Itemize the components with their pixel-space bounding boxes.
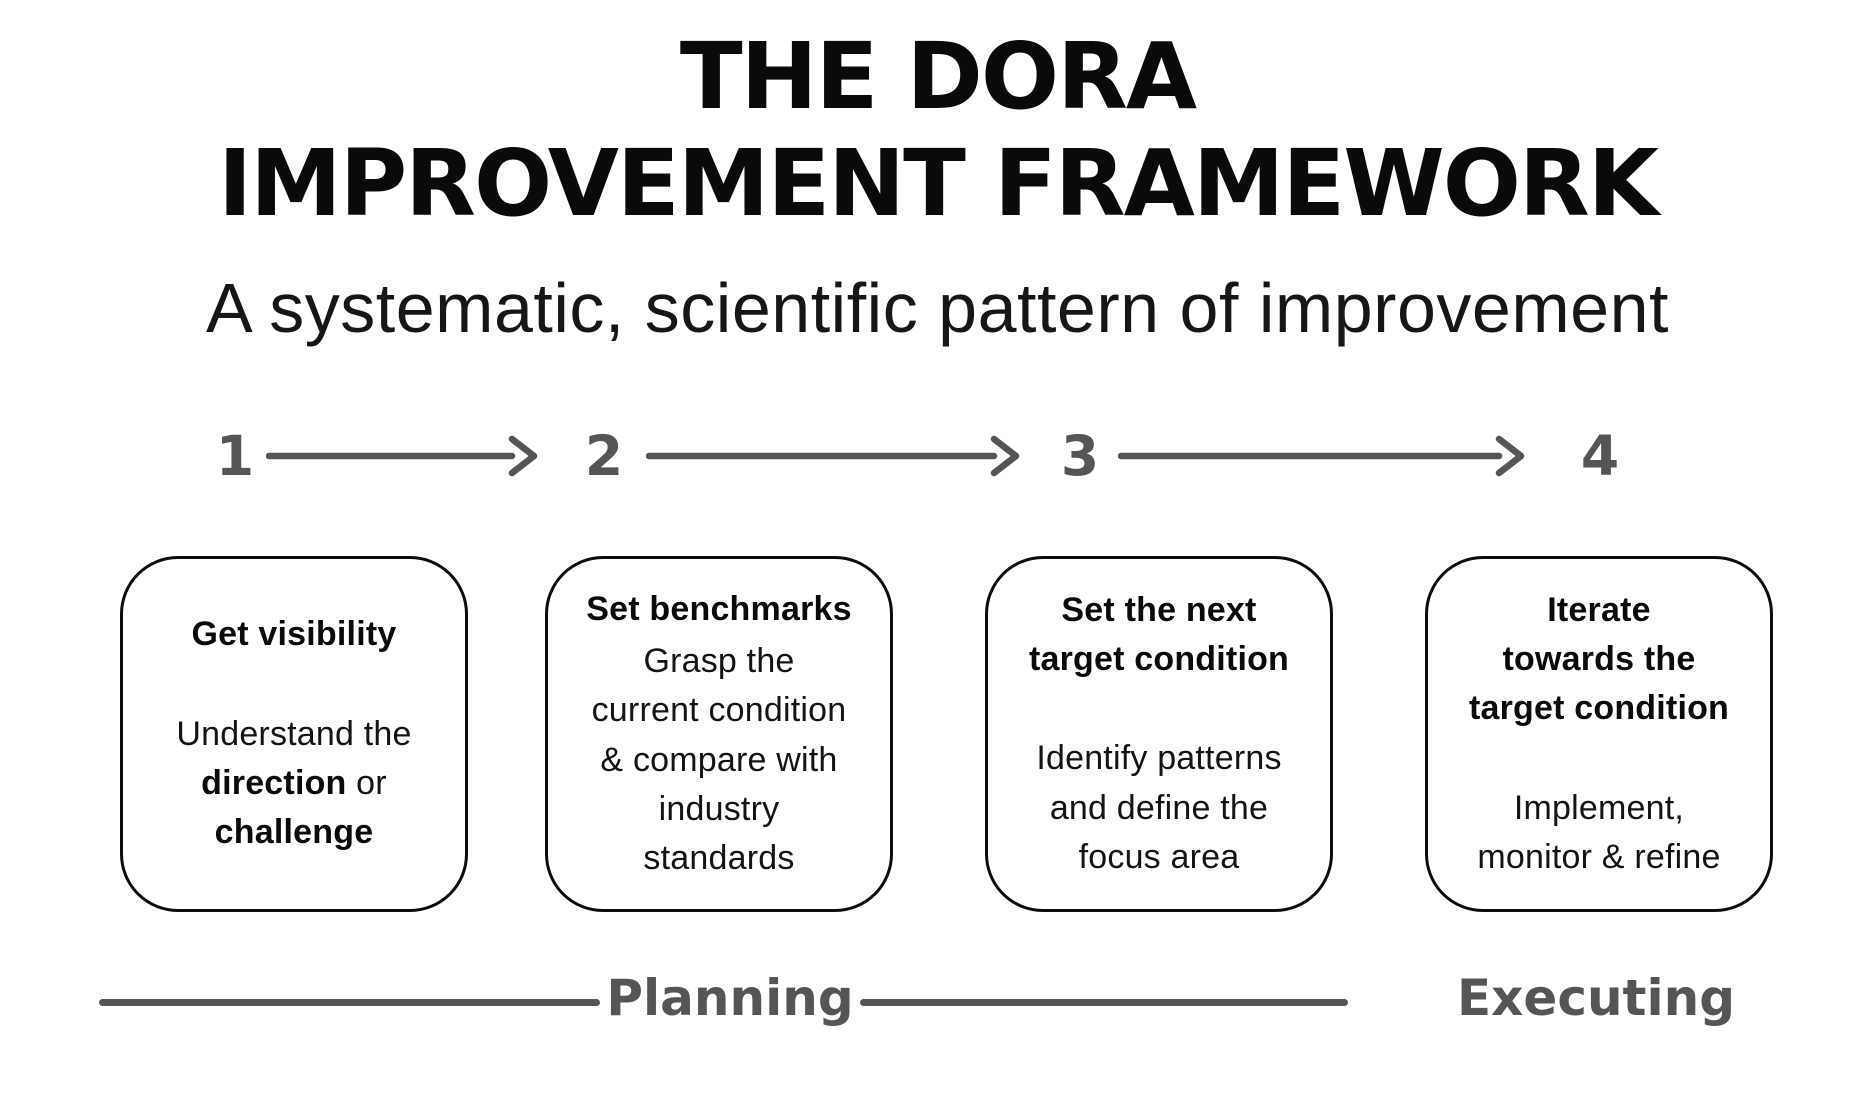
title-line-1: THE DORA — [679, 23, 1197, 130]
step-card-body: Identify patterns and define the focus a… — [1036, 739, 1282, 876]
page-title: THE DORA IMPROVEMENT FRAMEWORK — [0, 23, 1875, 237]
title-line-2: IMPROVEMENT FRAMEWORK — [217, 129, 1659, 237]
planning-bracket-line-right — [860, 999, 1348, 1006]
arrow-step-2-to-3-icon — [646, 435, 1020, 477]
step-number-3: 3 — [1060, 424, 1100, 488]
step-card-heading: Get visibility — [191, 615, 397, 654]
step-card-body: Understand the direction or challenge — [176, 714, 412, 852]
step-card-set-next-target-condition: Set the next target condition Identify p… — [985, 556, 1333, 912]
step-card-heading: Iterate towards the target condition — [1468, 590, 1730, 728]
planning-bracket-line-left — [99, 999, 600, 1006]
arrow-step-1-to-2-icon — [266, 435, 538, 477]
step-card-body: Implement, monitor & refine — [1477, 788, 1721, 876]
step-card-iterate-towards-target: Iterate towards the target condition Imp… — [1425, 556, 1773, 912]
step-card-set-benchmarks: Set benchmarks Grasp the current conditi… — [545, 556, 893, 912]
step-card-body: Grasp the current condition & compare wi… — [591, 641, 847, 878]
phase-label-executing: Executing — [1457, 969, 1735, 1027]
arrow-step-3-to-4-icon — [1118, 435, 1525, 477]
step-number-4: 4 — [1580, 424, 1620, 488]
step-number-1: 1 — [215, 424, 255, 488]
step-card-heading: Set benchmarks — [586, 589, 852, 628]
step-card-heading: Set the next target condition — [1028, 590, 1290, 679]
step-number-2: 2 — [584, 424, 624, 488]
phase-label-planning: Planning — [606, 969, 854, 1027]
subtitle: A systematic, scientific pattern of impr… — [206, 269, 1669, 347]
step-card-get-visibility: Get visibility Understand the direction … — [120, 556, 468, 912]
